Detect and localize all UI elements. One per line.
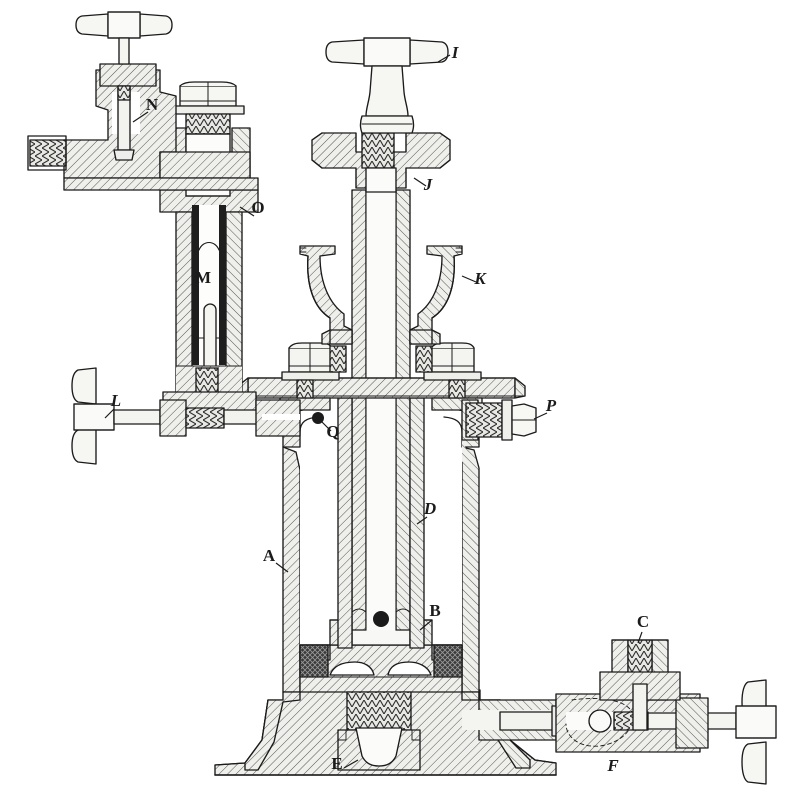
left-drain-cock[interactable] <box>71 367 301 465</box>
left-stop-valve <box>27 63 259 191</box>
horizontal-cock <box>462 639 737 753</box>
leader-line-N <box>132 111 149 123</box>
flange-bolt-right <box>423 342 482 399</box>
leader-lines <box>104 54 643 769</box>
plunger-outer-sleeve <box>337 397 425 649</box>
leader-line-E <box>343 759 359 769</box>
part-label-F: F <box>606 756 619 775</box>
bottom-chamber-block <box>299 644 463 693</box>
gland-crosspiece <box>311 132 451 189</box>
part-label-C: C <box>637 612 649 631</box>
bowl-shaped-cover <box>299 245 463 373</box>
part-label-B: B <box>429 601 440 620</box>
part-label-L: L <box>110 391 121 410</box>
part-label-P: P <box>545 396 557 415</box>
part-label-J: J <box>423 175 433 194</box>
right-handwheel[interactable] <box>735 679 777 785</box>
leader-line-A <box>275 562 289 573</box>
upper-handwheel[interactable] <box>325 37 449 134</box>
leader-line-C <box>637 631 643 644</box>
gauge-casing <box>159 81 259 413</box>
part-label-O: O <box>251 198 264 217</box>
leader-line-J <box>413 177 427 187</box>
inner-plunger-tube <box>351 189 411 631</box>
upper-spindle <box>365 167 397 193</box>
port-hole-marker <box>312 412 324 424</box>
left-top-handwheel[interactable] <box>75 11 173 65</box>
part-label-Q: Q <box>326 422 339 441</box>
part-label-A: A <box>263 546 276 565</box>
bottom-screwed-boss <box>337 691 421 771</box>
part-label-D: D <box>423 499 436 518</box>
leader-line-Q <box>321 421 332 432</box>
part-label-N: N <box>146 95 159 114</box>
label-group: I N J O K M L P Q D A B C E F <box>110 43 649 775</box>
leader-line-O <box>239 206 255 217</box>
leader-line-L <box>104 408 115 419</box>
leader-line-P <box>533 412 548 420</box>
part-label-M: M <box>195 268 211 287</box>
part-label-E: E <box>331 754 342 773</box>
leader-line-I <box>437 54 451 63</box>
leader-line-K <box>461 275 477 283</box>
right-threaded-plug <box>461 399 537 478</box>
part-label-K: K <box>473 269 487 288</box>
leader-line-B <box>419 619 433 631</box>
flange-bolt-left <box>281 342 340 399</box>
part-label-I: I <box>451 43 460 62</box>
leader-line-D <box>416 516 428 525</box>
